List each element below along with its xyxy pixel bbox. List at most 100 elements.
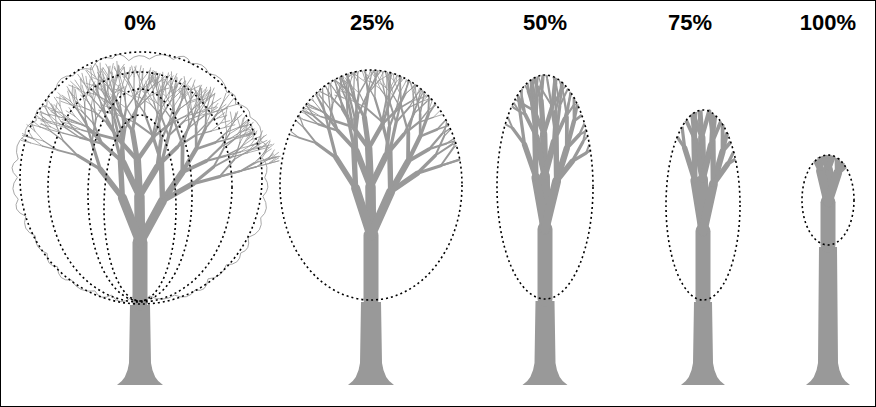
branch [158,90,166,97]
branch [54,97,60,105]
branch [376,70,378,75]
branch [171,84,173,95]
branch [35,131,44,141]
branch [573,98,576,122]
branch [139,167,157,197]
branch [249,127,253,136]
branch [375,70,377,78]
branch [227,104,237,107]
branch [429,144,446,149]
percentage-label: 100% [798,10,859,36]
branch [530,80,532,99]
branch [195,131,211,136]
branch [556,83,560,106]
branch [322,88,324,107]
branch [171,72,172,84]
branch [195,128,198,149]
branch [103,68,109,77]
branch [539,76,543,91]
branch [108,79,112,89]
branch [555,78,557,83]
branch [458,158,459,160]
branch [180,146,184,173]
branch [173,84,175,95]
branch [354,116,358,147]
branch [223,138,235,148]
tree [806,155,850,385]
branch [433,114,443,117]
branch [325,86,328,92]
branch [562,83,564,94]
branch [184,89,185,100]
branch [371,192,391,236]
branch [33,121,40,127]
branch [120,159,122,198]
branch [567,135,579,148]
branch [394,81,400,93]
branch [458,159,459,161]
branch [557,161,573,181]
branch [444,129,451,136]
branch [119,89,124,97]
branch [319,90,321,92]
branch [545,181,557,229]
branch [177,104,187,111]
branch [573,103,577,105]
branch [269,158,278,163]
branch [145,82,151,95]
branch [123,163,139,197]
branch [387,74,394,81]
branch [512,105,514,108]
branch [310,110,320,116]
branch [390,102,397,123]
branch [400,77,401,84]
branch [412,94,414,111]
branch [419,117,433,122]
branch [128,74,130,85]
branch [220,171,241,177]
branch [381,71,383,74]
branch [160,100,161,117]
branch [415,85,416,87]
branch [437,126,449,130]
branch [312,98,314,102]
branch [156,77,157,87]
branch [153,113,158,135]
branch [304,128,316,143]
branch [362,71,366,83]
branch [67,87,72,95]
branch [153,95,158,103]
branch [125,109,136,129]
tree [21,61,280,385]
branch [91,66,95,77]
branch [299,115,304,128]
trunk [806,247,850,385]
branch [420,90,422,92]
branch [197,111,206,113]
branch [400,93,403,111]
branch [838,166,845,173]
crown-ellipse [666,110,740,300]
branch [314,102,322,112]
branch [133,242,148,303]
branch [722,142,730,152]
branch [358,94,368,116]
branch [821,202,836,245]
branch [199,89,205,96]
branch [335,79,337,81]
trunk [523,301,568,385]
branch [417,166,440,174]
branch [69,108,75,117]
branch [257,163,270,166]
branch [410,81,411,83]
branch [382,79,386,88]
branch [367,108,382,121]
branch [190,89,192,99]
branch [396,77,402,83]
branch [159,119,161,140]
branch [71,124,83,130]
branch [69,85,79,89]
branch [408,149,429,161]
